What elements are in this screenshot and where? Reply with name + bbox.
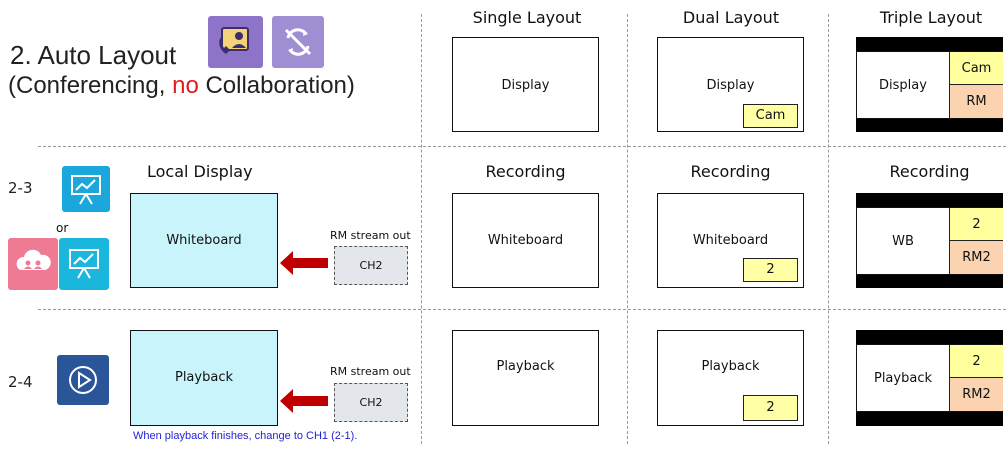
cloud-meeting-icon <box>8 238 58 290</box>
ch2-box: CH2 <box>334 383 408 422</box>
row-id: 2-3 <box>8 179 33 197</box>
triple-main-box: Display Cam RM <box>856 51 1003 119</box>
box-label: WB <box>892 234 914 249</box>
ch2-inset: 2 <box>743 258 798 282</box>
box-label: Playback <box>496 359 555 374</box>
stream-arrow <box>280 251 328 275</box>
single-layout-box: Whiteboard <box>452 193 599 288</box>
box-label: Display <box>706 78 755 93</box>
ch2-box: CH2 <box>334 246 408 285</box>
video-call-icon <box>208 16 263 68</box>
cam-inset: Cam <box>743 104 798 128</box>
stream-arrow <box>280 389 328 413</box>
single-layout-box: Display <box>452 37 599 132</box>
box-label: Whiteboard <box>166 233 242 248</box>
page-title: 2. Auto Layout <box>10 40 177 70</box>
triple-layout-frame: WB 2 RM2 <box>856 193 1003 288</box>
row-divider <box>38 309 1006 310</box>
cam-tile: Cam <box>949 52 1003 85</box>
playback-note: When playback finishes, change to CH1 (2… <box>133 430 358 442</box>
triple-layout-frame: Display Cam RM <box>856 37 1003 132</box>
dual-layout-box: Playback 2 <box>657 330 804 426</box>
triple-layout-frame: Playback 2 RM2 <box>856 330 1003 426</box>
ch2-tile: 2 <box>949 345 1003 378</box>
no-collaboration-icon <box>272 16 324 68</box>
rm-stream-label: RM stream out <box>330 365 411 378</box>
header-triple-layout: Triple Layout <box>879 8 983 27</box>
black-bar <box>856 330 1003 344</box>
subtitle-suffix: Collaboration) <box>198 72 355 99</box>
ch2-inset: 2 <box>743 395 798 421</box>
column-divider <box>828 14 829 444</box>
subtitle-prefix: (Conferencing, <box>8 72 173 99</box>
box-label: Whiteboard <box>487 233 564 248</box>
header-single-layout: Single Layout <box>472 8 582 27</box>
row-divider <box>38 146 1006 147</box>
rm2-tile: RM2 <box>949 241 1003 274</box>
playback-icon <box>57 355 109 405</box>
dual-layout-box: Display Cam <box>657 37 804 132</box>
box-label: Whiteboard <box>692 233 769 248</box>
black-bar <box>856 412 1003 426</box>
column-divider <box>627 14 628 444</box>
box-label: Display <box>879 78 927 93</box>
dual-layout-box: Whiteboard 2 <box>657 193 804 288</box>
row-id: 2-4 <box>8 373 33 391</box>
rm-stream-label: RM stream out <box>330 229 411 242</box>
column-divider <box>421 14 422 444</box>
whiteboard-icon <box>62 166 110 212</box>
triple-main-box: Playback 2 RM2 <box>856 344 1003 412</box>
rm2-tile: RM2 <box>949 378 1003 411</box>
local-display-box: Whiteboard <box>130 193 278 288</box>
subtitle-no: no <box>172 72 199 99</box>
single-layout-box: Playback <box>452 330 599 426</box>
single-recording-header: Recording <box>485 162 566 181</box>
rm-tile: RM <box>949 85 1003 118</box>
local-display-header: Local Display <box>147 162 253 181</box>
box-label: Playback <box>873 371 932 386</box>
dual-recording-header: Recording <box>690 162 771 181</box>
triple-main-box: WB 2 RM2 <box>856 207 1003 275</box>
page-subtitle: (Conferencing, no Collaboration) <box>8 72 355 100</box>
ch2-tile: 2 <box>949 208 1003 241</box>
whiteboard-icon <box>59 238 109 290</box>
local-display-box: Playback <box>130 330 278 426</box>
or-label: or <box>56 221 69 235</box>
box-label: Display <box>501 78 550 93</box>
black-bar <box>856 37 1003 51</box>
black-bar <box>856 119 1003 132</box>
box-label: Playback <box>174 370 233 385</box>
black-bar <box>856 193 1003 207</box>
header-dual-layout: Dual Layout <box>682 8 780 27</box>
black-bar <box>856 275 1003 288</box>
triple-recording-header: Recording <box>889 162 970 181</box>
box-label: Playback <box>701 359 760 374</box>
